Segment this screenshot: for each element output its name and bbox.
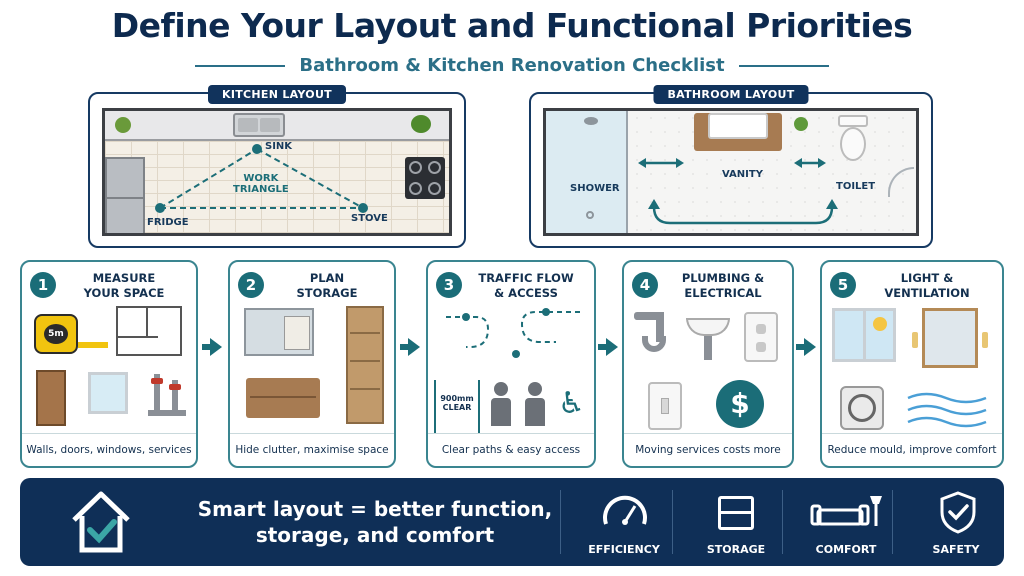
house-check-icon [72,491,130,553]
vanity-icon [694,113,782,151]
summary-banner: Smart layout = better function, storage,… [20,478,1004,566]
step-title: PLAN STORAGE [296,271,358,300]
arrow-right-icon [202,338,222,356]
arrow-right-icon [796,338,816,356]
page-title: Define Your Layout and Functional Priori… [111,6,913,45]
vanity-label: VANITY [722,169,763,180]
plant-icon [411,115,431,133]
sink-label: SINK [265,141,293,152]
floor-plan-icon [116,306,182,356]
vanity-drawers-icon [246,378,320,418]
banner-message: Smart layout = better function, storage,… [197,497,553,547]
step-caption: Hide clutter, maximise space [235,444,389,456]
step-card-measure: 1 MEASURE YOUR SPACE 5m Walls, doors, wi… [20,260,198,468]
basin-icon [686,318,730,336]
work-triangle-label: WORK TRIANGLE [233,173,289,195]
subtitle-rule-right [738,64,829,67]
drawers-icon [718,496,754,530]
step-number: 5 [830,272,856,298]
door-icon [36,370,66,426]
arrow-right-icon [400,338,420,356]
work-triangle-lines [155,144,368,213]
step-caption: Moving services costs more [635,444,781,456]
step-number: 3 [436,272,462,298]
airflow-icon [907,392,987,428]
step-title: PLUMBING & ELECTRICAL [681,271,765,300]
kitchen-layout-tag: KITCHEN LAYOUT [208,85,346,104]
pipes-icon [148,374,186,420]
stove-icon [405,157,445,199]
bathroom-floor-plan: SHOWER VANITY TOILET [543,108,919,236]
plant-icon [115,117,131,133]
power-outlet-icon [744,312,778,362]
bathroom-flow-arrows [638,158,838,225]
dollar-icon: $ [716,380,764,428]
step-title: TRAFFIC FLOW & ACCESS [478,271,574,300]
person-icon [494,382,508,396]
person-icon [528,382,542,396]
sunny-window-icon [832,308,896,362]
perk-comfort: COMFORT [796,486,896,558]
step-card-light: 5 LIGHT & VENTILATION Reduce mould, impr… [820,260,1004,468]
step-title: MEASURE YOUR SPACE [83,271,165,300]
arrow-right-icon [598,338,618,356]
page-subtitle: Bathroom & Kitchen Renovation Checklist [299,55,725,76]
subtitle-rule-left [195,64,286,67]
mirror-icon [922,308,978,368]
step-title: LIGHT & VENTILATION [884,271,970,300]
wheelchair-icon: ♿ [558,386,585,421]
step-caption: Reduce mould, improve comfort [827,444,997,456]
kitchen-floor-plan: SINK WORK TRIANGLE FRIDGE STOVE [102,108,452,236]
bathroom-layout-panel: BATHROOM LAYOUT SHOW [529,85,933,248]
stove-label: STOVE [351,213,388,224]
clearance-label: 900mm CLEAR [434,380,480,434]
step-caption: Walls, doors, windows, services [26,444,192,456]
exhaust-fan-icon [840,386,884,430]
shower-label: SHOWER [570,183,620,194]
step-caption: Clear paths & easy access [441,444,581,456]
tape-measure-icon: 5m [34,314,78,354]
window-icon [88,372,128,414]
light-switch-icon [648,382,682,430]
mirror-cabinet-icon [244,308,314,356]
shower-icon [546,111,628,233]
subtitle-row: Bathroom & Kitchen Renovation Checklist [0,55,1024,76]
step-card-traffic: 3 TRAFFIC FLOW & ACCESS 900mm CLEAR ♿ Cl… [426,260,596,468]
step-number: 2 [238,272,264,298]
step-card-storage: 2 PLAN STORAGE Hide clutter, maximise sp… [228,260,396,468]
fridge-label: FRIDGE [147,217,189,228]
wall-light-icon [912,332,918,348]
sofa-icon [810,496,882,526]
pipe-trap-icon [634,312,674,362]
toilet-icon [836,115,870,165]
step-number: 4 [632,272,658,298]
pantry-shelf-icon [346,306,384,424]
bathroom-layout-tag: BATHROOM LAYOUT [653,85,809,104]
perk-efficiency: EFFICIENCY [574,486,674,558]
perk-storage: STORAGE [686,486,786,558]
fridge-icon [105,157,145,233]
perk-safety: SAFETY [906,486,1006,558]
kitchen-layout-panel: KITCHEN LAYOUT SI [88,85,466,248]
traffic-path-icon [446,308,580,358]
step-number: 1 [30,272,56,298]
speedometer-icon [603,495,647,525]
toilet-label: TOILET [836,181,876,192]
plant-icon [794,117,808,131]
step-card-plumbing: 4 PLUMBING & ELECTRICAL $ Moving service… [622,260,794,468]
shield-check-icon [940,491,976,534]
wall-light-icon [982,332,988,348]
sink-icon [233,113,285,137]
